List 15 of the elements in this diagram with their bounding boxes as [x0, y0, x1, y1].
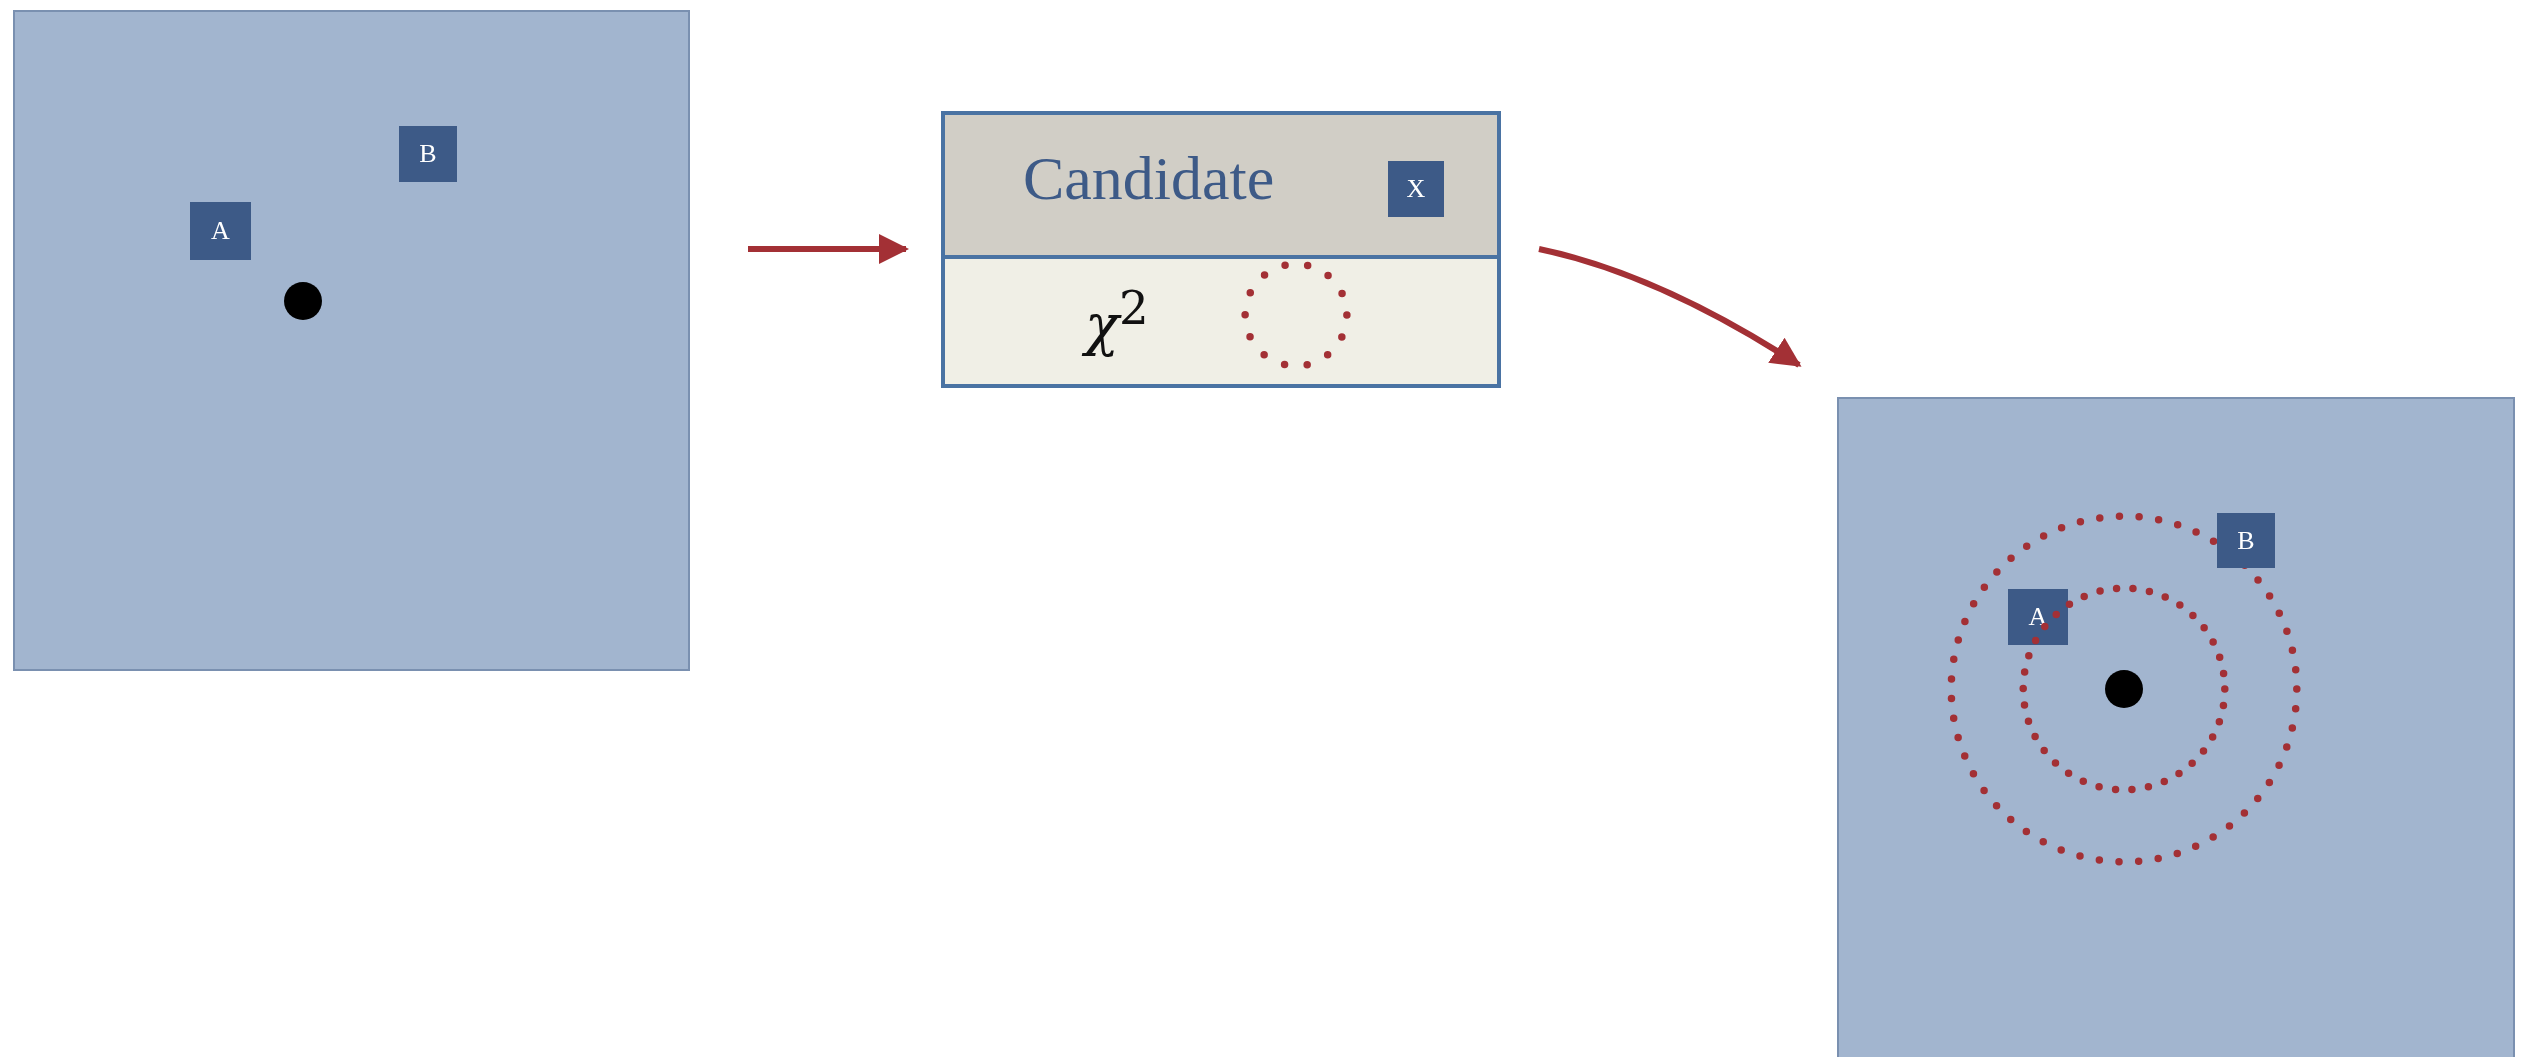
arrow	[748, 234, 909, 264]
panel	[13, 10, 690, 671]
label-box: B	[399, 126, 457, 182]
dotted-circle	[1243, 262, 1349, 368]
panel	[1837, 397, 2515, 1057]
score-section	[945, 255, 1497, 384]
point-marker	[2105, 670, 2143, 708]
dotted-circle	[2019, 584, 2229, 794]
candidate-box	[941, 111, 1501, 388]
label-box: A	[190, 202, 251, 260]
label-box: B	[2217, 513, 2275, 568]
box-title: Candidate	[1023, 143, 1275, 214]
point-marker	[284, 282, 322, 320]
arrow	[1538, 246, 1802, 368]
label-box: X	[1388, 161, 1444, 217]
